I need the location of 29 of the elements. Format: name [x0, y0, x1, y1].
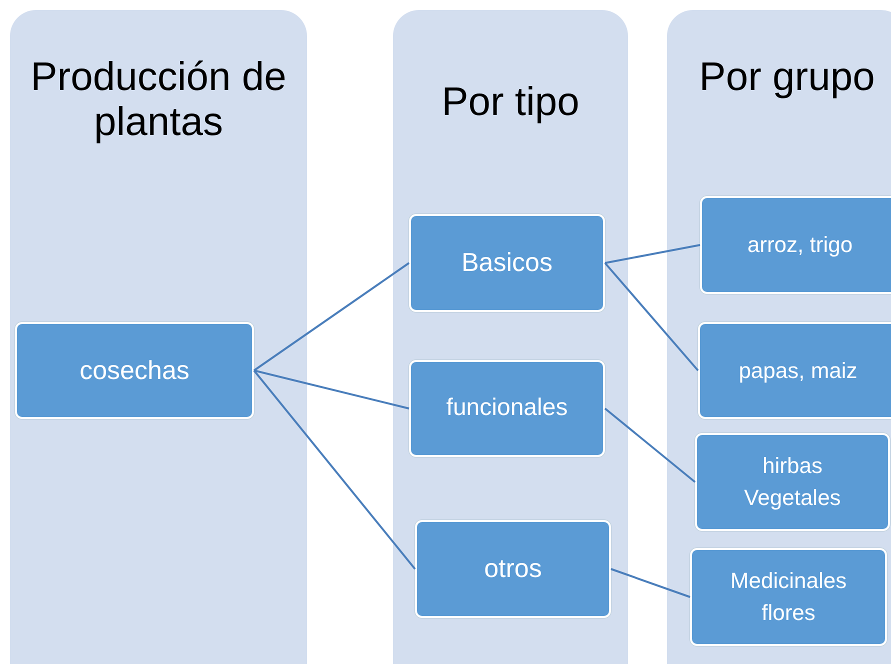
column-panel: [667, 10, 891, 664]
connector-line: [604, 408, 696, 483]
category-box: [695, 433, 890, 531]
column-panel: [393, 10, 628, 664]
category-box: [409, 214, 605, 312]
category-box: [690, 548, 887, 646]
box-label: Medicinales flores: [729, 567, 848, 627]
category-box: [415, 520, 611, 618]
column-heading: Producción de plantas: [30, 55, 288, 145]
column-panel: [10, 10, 307, 664]
connector-line: [254, 370, 410, 410]
box-label: arroz, trigo: [747, 231, 853, 260]
box-label: cosechas: [80, 354, 190, 387]
category-box: [700, 196, 891, 294]
connector-line: [604, 244, 700, 264]
box-label: funcionales: [446, 393, 568, 424]
box-label: papas, maiz: [738, 356, 858, 385]
category-box: [409, 360, 605, 457]
column-heading: Por grupo: [698, 55, 876, 100]
category-box: [15, 322, 254, 419]
connector-line: [253, 262, 410, 372]
box-label: otros: [484, 552, 542, 586]
box-label: Basicos: [461, 246, 553, 280]
connector-line: [610, 568, 690, 598]
category-box: [698, 322, 891, 419]
box-label: hirbas Vegetales: [743, 452, 842, 512]
connector-line: [604, 262, 699, 372]
column-heading: Por tipo: [440, 80, 580, 125]
connector-line: [253, 370, 416, 570]
